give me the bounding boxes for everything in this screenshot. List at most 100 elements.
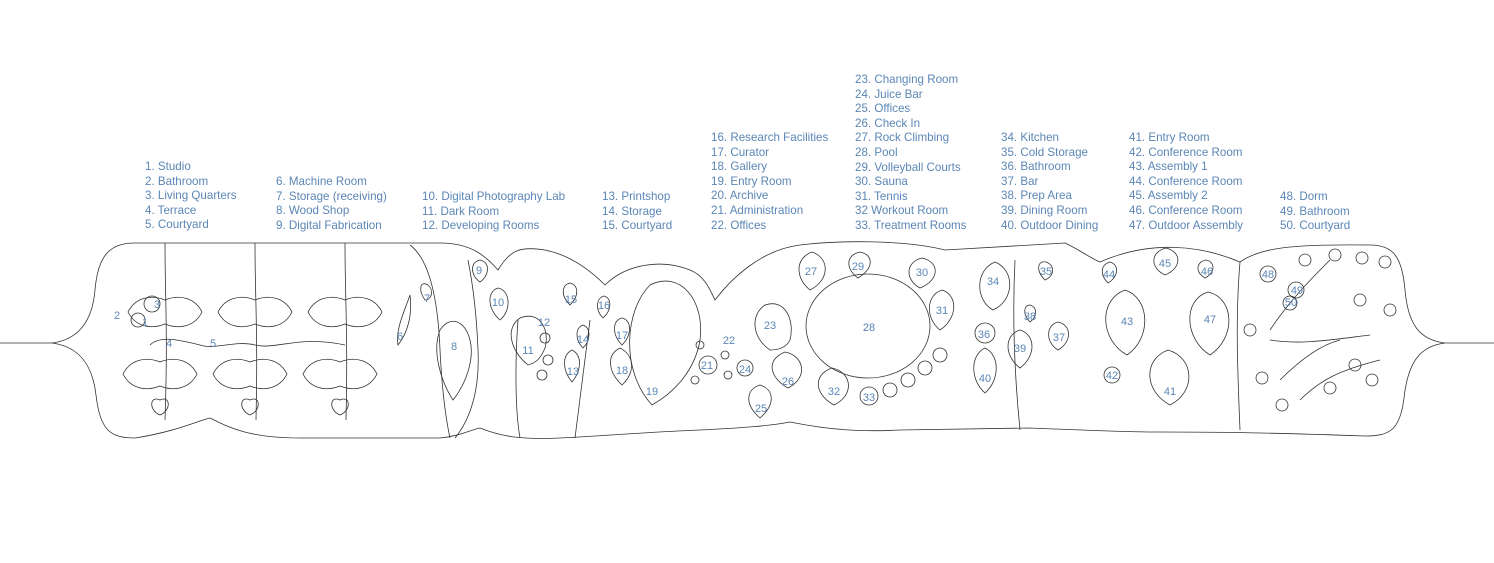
room-number-23: 23 bbox=[764, 320, 776, 332]
legend-item: 10. Digital Photography Lab bbox=[422, 190, 566, 203]
room-number-9: 9 bbox=[476, 265, 482, 277]
legend-item: 43. Assembly 1 bbox=[1129, 160, 1208, 174]
legend-item: 28. Pool bbox=[855, 145, 898, 159]
legend-item: 30. Sauna bbox=[855, 175, 908, 189]
legend-item: 49. Bathroom bbox=[1280, 204, 1350, 218]
legend-item: 48. Dorm bbox=[1280, 190, 1328, 203]
room-number-16: 16 bbox=[598, 300, 610, 312]
legend-item: 15. Courtyard bbox=[602, 219, 673, 233]
room-number-4: 4 bbox=[166, 338, 172, 350]
legend-item: 23. Changing Room bbox=[855, 73, 959, 86]
room-number-22: 22 bbox=[723, 335, 735, 347]
legend-item: 40. Outdoor Dining bbox=[1001, 218, 1099, 232]
room-number-30: 30 bbox=[916, 267, 928, 279]
room-number-3: 3 bbox=[154, 299, 160, 311]
room-number-2: 2 bbox=[114, 310, 120, 322]
legend-item: 38. Prep Area bbox=[1001, 189, 1072, 203]
legend-item: 35. Cold Storage bbox=[1001, 145, 1089, 159]
legend-item: 12. Developing Rooms bbox=[422, 219, 540, 233]
room-number-47: 47 bbox=[1204, 314, 1216, 326]
legend-item: 36. Bathroom bbox=[1001, 160, 1071, 174]
legend-item: 3. Living Quarters bbox=[145, 189, 237, 203]
legend-item: 16. Research Facilities bbox=[711, 131, 829, 144]
room-number-45: 45 bbox=[1159, 258, 1171, 270]
plan-outline bbox=[0, 241, 1494, 439]
room-number-19: 19 bbox=[646, 386, 658, 398]
room-number-37: 37 bbox=[1053, 332, 1065, 344]
legend-item: 33. Treatment Rooms bbox=[855, 218, 967, 232]
room-number-41: 41 bbox=[1164, 386, 1176, 398]
room-number-32: 32 bbox=[828, 386, 840, 398]
legend-item: 6. Machine Room bbox=[276, 175, 367, 188]
room-number-31: 31 bbox=[936, 305, 948, 317]
room-number-50: 50 bbox=[1285, 297, 1297, 309]
room-number-29: 29 bbox=[852, 261, 864, 273]
room-number-40: 40 bbox=[979, 373, 991, 385]
legend-item: 5. Courtyard bbox=[145, 218, 209, 232]
legend-item: 46. Conference Room bbox=[1129, 203, 1243, 217]
legend-item: 31. Tennis bbox=[855, 189, 908, 203]
room-number-18: 18 bbox=[616, 365, 628, 377]
room-number-35: 35 bbox=[1040, 266, 1052, 278]
room-number-17: 17 bbox=[616, 330, 628, 342]
legend-item: 26. Check In bbox=[855, 116, 921, 130]
legend-item: 39. Dining Room bbox=[1001, 203, 1088, 217]
room-number-7: 7 bbox=[424, 293, 430, 305]
room-number-38: 38 bbox=[1024, 311, 1036, 323]
room-number-8: 8 bbox=[451, 341, 457, 353]
room-number-26: 26 bbox=[782, 376, 794, 388]
legend-item: 25. Offices bbox=[855, 102, 911, 116]
room-number-13: 13 bbox=[567, 366, 579, 378]
room-number-25: 25 bbox=[755, 403, 767, 415]
legend-item: 18. Gallery bbox=[711, 160, 768, 174]
room-number-33: 33 bbox=[863, 392, 875, 404]
legend-item: 21. Administration bbox=[711, 203, 804, 217]
room-number-42: 42 bbox=[1106, 370, 1118, 382]
room-number-48: 48 bbox=[1262, 269, 1274, 281]
legend-item: 17. Curator bbox=[711, 145, 769, 159]
room-number-49: 49 bbox=[1291, 285, 1303, 297]
room-number-1: 1 bbox=[142, 317, 148, 329]
legend-item: 41. Entry Room bbox=[1129, 131, 1210, 144]
legend-item: 45. Assembly 2 bbox=[1129, 189, 1208, 203]
room-number-39: 39 bbox=[1014, 343, 1026, 355]
room-number-14: 14 bbox=[577, 334, 589, 346]
legend-item: 13. Printshop bbox=[602, 190, 671, 203]
legend-item: 32 Workout Room bbox=[855, 204, 949, 218]
legend-item: 20. Archive bbox=[711, 189, 769, 203]
room-number-27: 27 bbox=[805, 266, 817, 278]
legend-item: 19. Entry Room bbox=[711, 174, 792, 188]
legend-item: 1. Studio bbox=[145, 160, 191, 173]
legend-item: 9. Digital Fabrication bbox=[276, 218, 382, 232]
legend-item: 7. Storage (receiving) bbox=[276, 189, 387, 203]
legend-item: 2. Bathroom bbox=[145, 174, 209, 188]
legend-item: 4. Terrace bbox=[145, 203, 197, 217]
legend-item: 27. Rock Climbing bbox=[855, 131, 950, 145]
legend-item: 29. Volleyball Courts bbox=[855, 160, 961, 174]
plan-rooms bbox=[122, 242, 1397, 439]
room-number-28: 28 bbox=[863, 322, 875, 334]
room-number-15: 15 bbox=[565, 294, 577, 306]
room-number-24: 24 bbox=[739, 364, 751, 376]
room-number-10: 10 bbox=[492, 297, 504, 309]
room-number-12: 12 bbox=[538, 317, 550, 329]
legend-item: 44. Conference Room bbox=[1129, 174, 1243, 188]
room-number-21: 21 bbox=[701, 360, 713, 372]
legend-item: 11. Dark Room bbox=[422, 204, 500, 218]
legend-item: 14. Storage bbox=[602, 204, 662, 218]
room-number-34: 34 bbox=[987, 276, 999, 288]
room-number-46: 46 bbox=[1201, 266, 1213, 278]
legend-item: 8. Wood Shop bbox=[276, 204, 350, 218]
room-number-11: 11 bbox=[522, 345, 533, 357]
room-number-5: 5 bbox=[210, 338, 216, 350]
legend-item: 47. Outdoor Assembly bbox=[1129, 218, 1244, 232]
